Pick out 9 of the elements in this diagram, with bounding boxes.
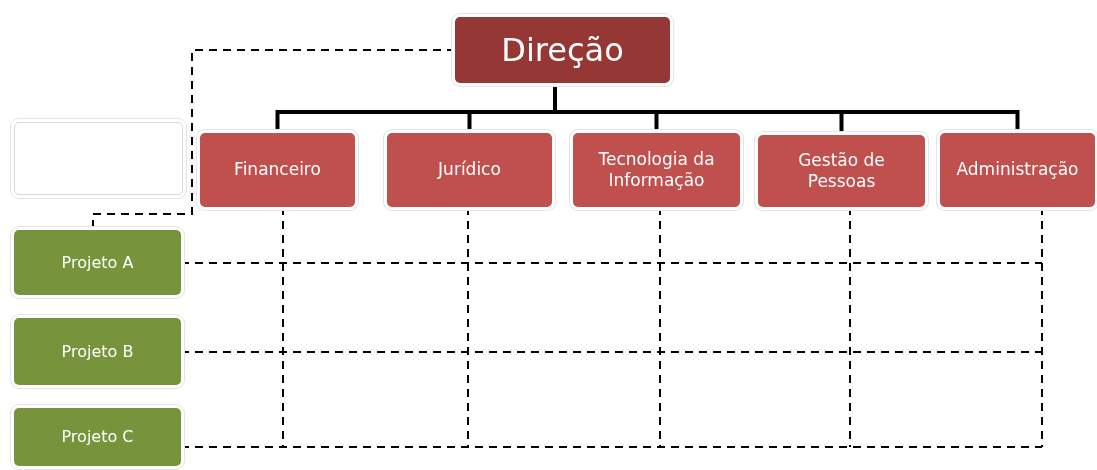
node-label: Administração (956, 159, 1079, 181)
node-label: Tecnologia da Informação (597, 148, 716, 192)
node-label: Projeto C (61, 427, 134, 447)
node-label: Gestão de Pessoas (797, 149, 886, 193)
node-label: Jurídico (438, 159, 501, 181)
node-label: Projeto A (61, 252, 134, 273)
node-label: Direção (501, 30, 624, 70)
node-label: Projeto B (61, 341, 134, 362)
node-label: Financeiro (234, 159, 321, 181)
